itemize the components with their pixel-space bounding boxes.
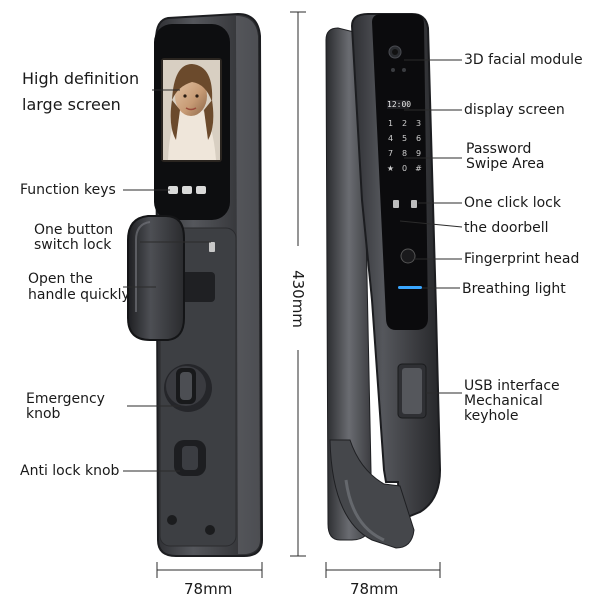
keypad-key: 2 xyxy=(401,119,408,128)
label-switch-lock-line1: One button xyxy=(34,222,114,238)
keypad-key: 6 xyxy=(415,134,422,143)
keypad-key: 7 xyxy=(387,149,394,158)
label-emergency-line2: knob xyxy=(26,406,61,422)
label-screen-line2: large screen xyxy=(22,95,121,114)
label-doorbell: the doorbell xyxy=(464,220,549,236)
anti-lock-knob xyxy=(174,440,206,476)
lock-icon xyxy=(411,200,417,208)
keypad-key: 4 xyxy=(387,134,394,143)
label-function-keys: Function keys xyxy=(20,182,116,198)
dimension-width-front: 78mm xyxy=(184,580,233,598)
breathing-light-icon xyxy=(398,286,422,289)
label-facial-module: 3D facial module xyxy=(464,52,583,68)
label-one-click-lock: One click lock xyxy=(464,195,561,211)
screw-icon xyxy=(205,525,215,535)
clock-readout: 12:00 xyxy=(387,100,412,109)
label-usb-line3: keyhole xyxy=(464,408,519,424)
dimension-height: 430mm xyxy=(289,270,307,328)
side-glass-panel xyxy=(372,14,428,330)
keypad-key: 5 xyxy=(401,134,408,143)
fingerprint-icon xyxy=(400,248,416,264)
switch-lock-indicator-icon xyxy=(209,242,215,252)
keypad-key: 1 xyxy=(387,119,394,128)
function-keys-icon xyxy=(168,186,206,194)
keypad-key: ★ xyxy=(386,164,395,173)
keypad-key: # xyxy=(415,164,422,173)
leader-lines xyxy=(123,11,463,578)
dimension-width-side: 78mm xyxy=(350,580,399,598)
label-password-line2: Swipe Area xyxy=(466,156,545,172)
keypad-key: 9 xyxy=(415,149,422,158)
label-anti-lock: Anti lock knob xyxy=(20,463,120,479)
label-breathing-light: Breathing light xyxy=(462,281,566,297)
bell-icon xyxy=(393,200,399,208)
keypad-key: 3 xyxy=(415,119,422,128)
keypad-key: 0 xyxy=(401,164,408,173)
label-handle-line2: handle quickly xyxy=(28,287,130,303)
screw-icon xyxy=(167,515,177,525)
emergency-knob xyxy=(164,364,212,412)
label-handle-line1: Open the xyxy=(28,271,93,287)
label-usb-line1: USB interface xyxy=(464,378,560,394)
label-usb-line2: Mechanical xyxy=(464,393,543,409)
front-handle xyxy=(127,215,215,341)
label-fingerprint-head: Fingerprint head xyxy=(464,251,580,267)
front-screen-module xyxy=(154,24,230,220)
label-display-screen: display screen xyxy=(464,102,565,118)
label-screen-line1: High definition xyxy=(22,69,140,88)
label-emergency-line1: Emergency xyxy=(26,391,105,407)
label-password-line1: Password xyxy=(466,141,532,157)
label-switch-lock-line2: switch lock xyxy=(34,237,112,253)
keypad-key: 8 xyxy=(401,149,408,158)
